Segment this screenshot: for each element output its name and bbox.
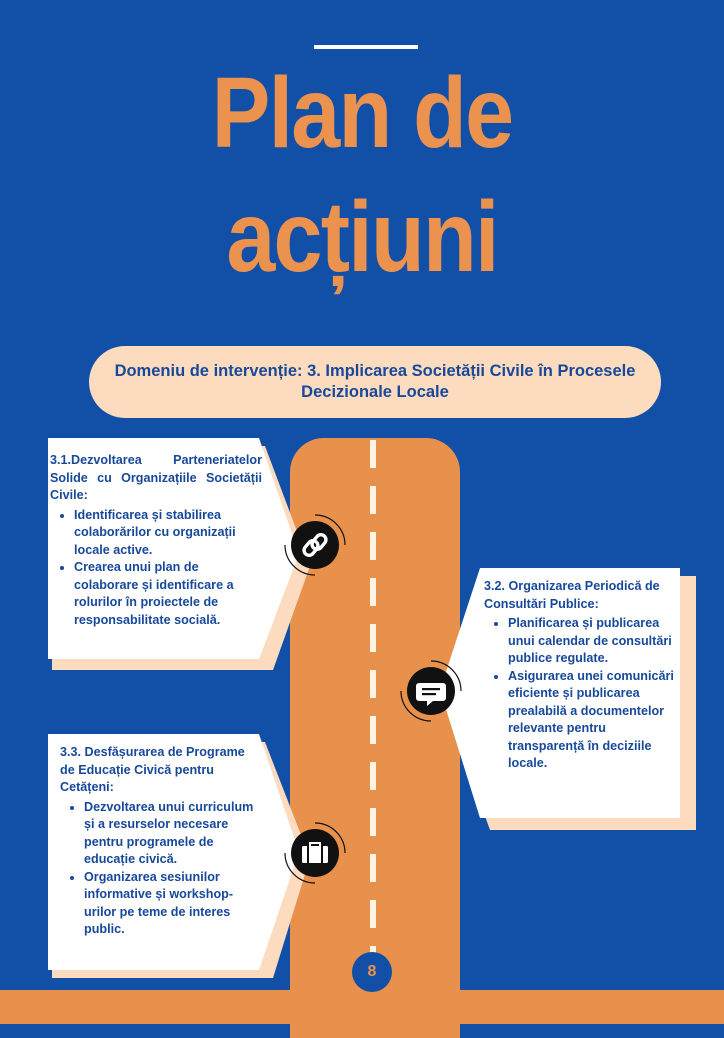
bottom-band xyxy=(0,990,724,1024)
road-center-line xyxy=(370,440,376,960)
briefcase-icon xyxy=(302,842,328,863)
list-item: Asigurarea unei comunicări eficiente și … xyxy=(508,668,676,773)
card-shape xyxy=(48,734,310,978)
link-icon xyxy=(302,533,328,557)
action-card-3-1: 3.1.Dezvoltarea Parteneriatelor Solide c… xyxy=(48,438,310,670)
action-card-3-3: 3.3. Desfășurarea de Programe de Educați… xyxy=(48,734,310,978)
list-item: Identificarea și stabilirea colaborărilo… xyxy=(74,507,262,560)
card-bullets: Planificarea și publicarea unui calendar… xyxy=(484,615,676,773)
card-heading: 3.3. Desfășurarea de Programe de Educați… xyxy=(60,745,245,794)
page-title-line-2: acțiuni xyxy=(226,181,499,293)
page-number: 8 xyxy=(352,952,392,992)
page-title-line-1: Plan de xyxy=(211,57,514,169)
node-chat xyxy=(400,660,462,722)
action-card-3-2: 3.2. Organizarea Periodică de Consultări… xyxy=(434,568,696,830)
list-item: Planificarea și publicarea unui calendar… xyxy=(508,615,676,668)
card-bullets: Identificarea și stabilirea colaborărilo… xyxy=(50,507,262,630)
node-link xyxy=(284,514,346,576)
list-item: Crearea unui plan de colaborare și ident… xyxy=(74,559,262,629)
card-heading: 3.1.Dezvoltarea Parteneriatelor Solide c… xyxy=(50,453,262,502)
card-heading: 3.2. Organizarea Periodică de Consultări… xyxy=(484,579,660,611)
card-shape xyxy=(48,438,310,670)
node-briefcase xyxy=(284,822,346,884)
card-shape xyxy=(440,568,696,830)
domain-banner: Domeniu de intervenție: 3. Implicarea So… xyxy=(89,346,661,418)
list-item: Dezvoltarea unui curriculum și a resurse… xyxy=(84,799,260,869)
chat-bubble-icon xyxy=(416,683,446,706)
card-bullets: Dezvoltarea unui curriculum și a resurse… xyxy=(60,799,260,939)
top-rule xyxy=(314,45,418,49)
list-item: Organizarea sesiunilor informative și wo… xyxy=(84,869,260,939)
